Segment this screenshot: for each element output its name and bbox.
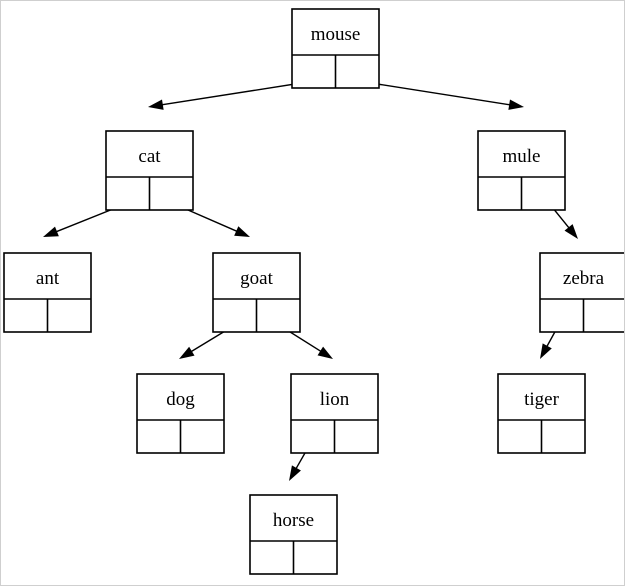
tree-node-mule[interactable]: mule: [477, 130, 566, 211]
tree-node-mouse[interactable]: mouse: [291, 8, 380, 89]
node-label: lion: [320, 389, 350, 410]
arrowhead-icon: [43, 226, 59, 237]
arrowhead-icon: [148, 99, 164, 110]
arrowhead-icon: [540, 343, 552, 359]
node-label: mouse: [311, 24, 361, 45]
node-label: tiger: [524, 389, 559, 410]
tree-node-horse[interactable]: horse: [249, 494, 338, 575]
arrowhead-icon: [179, 346, 195, 359]
tree-node-cat[interactable]: cat: [105, 130, 194, 211]
arrowhead-icon: [564, 224, 578, 239]
nodes-layer: mouse cat mule ant goat zebra dog lion tiger hors…: [3, 8, 624, 575]
tree-node-ant[interactable]: ant: [3, 252, 92, 333]
tree-node-zebra[interactable]: zebra: [539, 252, 624, 333]
edge-mouse-to-mule: [357, 80, 524, 110]
tree-node-lion[interactable]: lion: [290, 373, 379, 454]
edge-mouse-to-cat: [148, 80, 315, 110]
node-outline: [290, 373, 379, 454]
tree-node-goat[interactable]: goat: [212, 252, 301, 333]
node-label: ant: [36, 268, 60, 289]
tree-node-dog[interactable]: dog: [136, 373, 225, 454]
arrowhead-icon: [289, 465, 301, 481]
node-label: cat: [138, 146, 161, 167]
node-label: dog: [166, 389, 195, 410]
node-label: zebra: [563, 268, 605, 289]
node-outline: [539, 252, 624, 333]
arrowhead-icon: [508, 99, 524, 110]
tree-node-tiger[interactable]: tiger: [497, 373, 586, 454]
arrowhead-icon: [234, 226, 250, 237]
arrowhead-icon: [317, 346, 333, 359]
node-label: mule: [503, 146, 541, 167]
edge-line: [160, 80, 315, 106]
edge-line: [357, 80, 512, 106]
node-label: goat: [240, 268, 273, 289]
node-label: horse: [273, 510, 314, 531]
